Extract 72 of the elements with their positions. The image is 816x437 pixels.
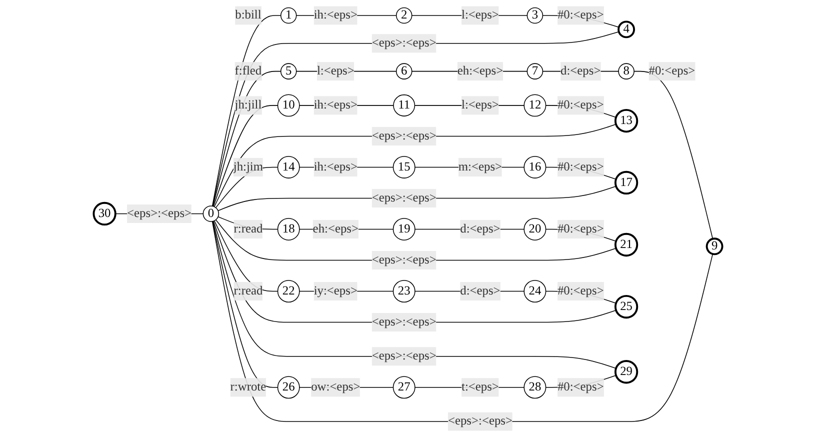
edge-label: ih:<eps> <box>314 8 358 22</box>
connector <box>212 15 282 206</box>
edge-label: iy:<eps> <box>314 284 358 298</box>
edge-label: <eps>:<eps> <box>372 191 436 204</box>
node-circle: 22 <box>277 280 300 302</box>
edge-label: d:<eps> <box>460 222 500 236</box>
edge-label: f:fled <box>234 64 262 78</box>
edge-label: ih:<eps> <box>314 160 358 174</box>
node-circle: 16 <box>524 156 546 178</box>
node-circle: 13 <box>614 109 638 133</box>
edge-label: #0:<eps> <box>557 222 604 236</box>
edge-label: <eps>:<eps> <box>372 349 436 363</box>
node-circle: 9 <box>706 238 724 256</box>
edge-label: d:<eps> <box>460 284 500 298</box>
node-circle: 5 <box>280 63 297 80</box>
edge-label: b:bill <box>235 8 262 22</box>
node-circle: 30 <box>92 202 116 226</box>
edge-label: t:<eps> <box>462 380 499 394</box>
node-circle: 3 <box>526 7 544 24</box>
edge-label: r:read <box>234 284 263 298</box>
node-circle: 6 <box>396 63 412 80</box>
edge-label: <eps>:<eps> <box>372 129 436 142</box>
edge-label: jh:jill <box>234 98 262 112</box>
edge-label: <eps>:<eps> <box>127 206 192 220</box>
edge-label: eh:<eps> <box>312 222 358 236</box>
edge-label: r:read <box>234 222 263 236</box>
node-circle: 4 <box>618 20 636 38</box>
edge-label: <eps>:<eps> <box>372 36 436 50</box>
node-circle: 20 <box>524 218 546 240</box>
edge-label: #0:<eps> <box>557 380 604 394</box>
node-circle: 17 <box>614 170 638 195</box>
edge-label: m:<eps> <box>458 160 502 174</box>
node-circle: 2 <box>396 7 412 24</box>
edge-label: #0:<eps> <box>648 64 696 78</box>
edge-label: r:wrote <box>230 380 266 394</box>
node-circle: 0 <box>202 206 220 222</box>
node-circle: 10 <box>277 94 300 117</box>
edge-label: <eps>:<eps> <box>372 315 436 328</box>
node-circle: 8 <box>618 63 634 80</box>
node-circle: 11 <box>393 94 416 116</box>
node-circle: 12 <box>524 94 546 117</box>
edge-label: ow:<eps> <box>311 380 360 394</box>
edge-label: l:<eps> <box>316 64 354 78</box>
edge-label: d:<eps> <box>560 64 601 78</box>
node-circle: 27 <box>392 376 416 399</box>
node-circle: 18 <box>277 218 300 240</box>
edge-label: ih:<eps> <box>314 98 358 112</box>
node-circle: 24 <box>524 280 546 302</box>
edge-label: #0:<eps> <box>557 8 604 22</box>
edge-label: jh:jim <box>233 160 264 174</box>
edge-label: <eps>:<eps> <box>372 253 436 266</box>
edge-label: eh:<eps> <box>457 64 504 78</box>
node-circle: 14 <box>277 156 300 178</box>
node-circle: 19 <box>392 218 416 240</box>
edge-label: #0:<eps> <box>557 284 604 298</box>
node-circle: 23 <box>392 280 416 302</box>
edge-label: l:<eps> <box>462 8 499 22</box>
edge-label: l:<eps> <box>462 98 499 112</box>
edge-label: #0:<eps> <box>557 160 604 174</box>
connector <box>218 186 616 212</box>
node-circle: 1 <box>280 7 297 24</box>
node-circle: 28 <box>524 376 546 399</box>
node-circle: 25 <box>614 294 638 319</box>
node-circle: 7 <box>526 63 544 80</box>
edge-label: <eps>:<eps> <box>448 414 512 428</box>
connector <box>634 70 714 240</box>
node-circle: 26 <box>277 376 300 399</box>
node-circle: 21 <box>614 232 638 257</box>
node-circle: 15 <box>392 156 416 178</box>
edge-label: #0:<eps> <box>557 98 604 112</box>
connector <box>213 105 278 207</box>
node-circle: 29 <box>614 360 638 384</box>
